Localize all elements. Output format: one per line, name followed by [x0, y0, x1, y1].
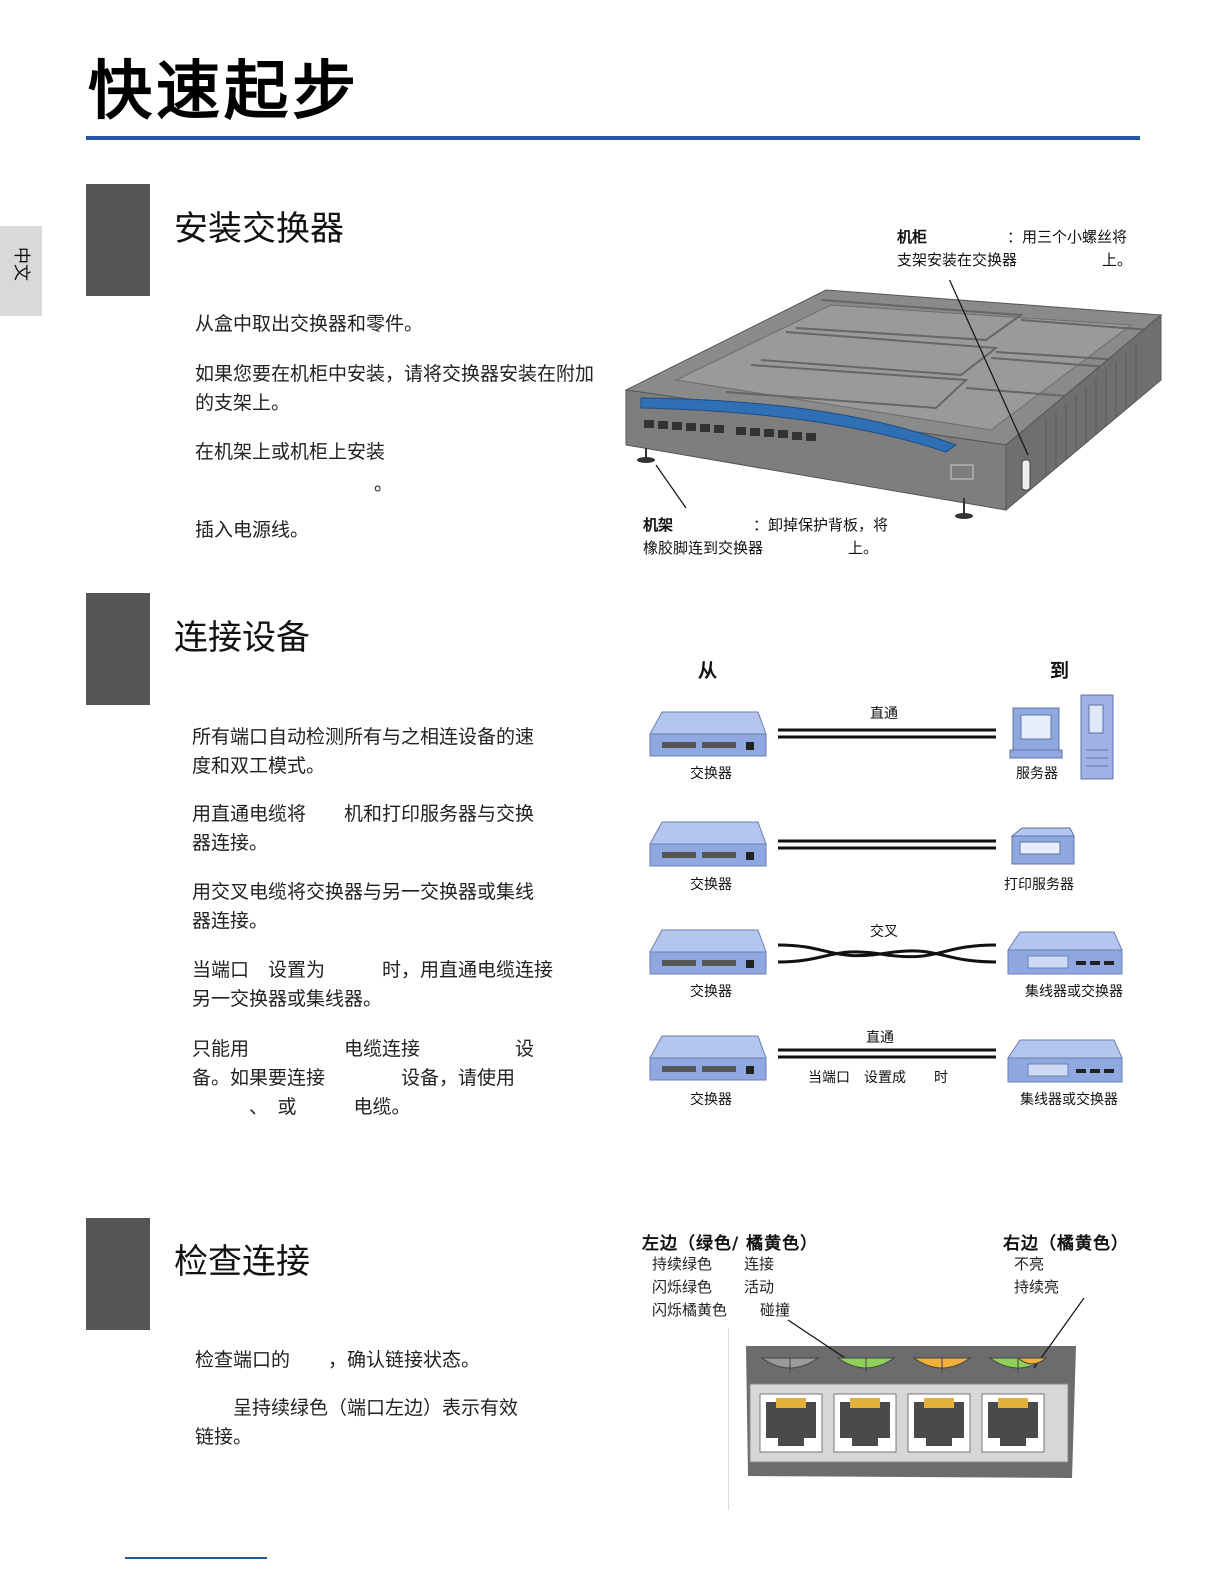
- diagram-to-header: 到: [1050, 660, 1070, 682]
- led-left-states: 持续绿色 连接 闪烁绿色 活动 闪烁橘黄色 碰撞: [652, 1253, 790, 1322]
- device-label-4-to: 集线器或交换器: [1020, 1092, 1118, 1108]
- switch-illustration: [624, 280, 1163, 519]
- install-step-4: 插入电源线。: [195, 519, 310, 541]
- device-label-1-to: 服务器: [1016, 766, 1058, 782]
- led-right-state-2: 持续亮: [1014, 1278, 1060, 1296]
- led-port-2: [836, 1357, 896, 1372]
- section-title-install: 安装交换器: [174, 209, 344, 249]
- connect-para-1: 所有端口自动检测所有与之相连设备的速 度和双工模式。: [192, 723, 534, 781]
- language-tab-label: 中文: [11, 247, 31, 281]
- led-left-heading: 左边（绿色/ 橘黄色）: [642, 1234, 819, 1254]
- page-title: 快速起步: [88, 55, 360, 129]
- connect-para-4: 当端口 设置为 时，用直通电缆连接 另一交换器或集线器。: [192, 956, 553, 1014]
- connect-para-2-line-1: 用直通电缆将 机和打印服务器与交换: [192, 803, 535, 825]
- title-rule: [86, 136, 1140, 140]
- connect-para-5-line-1: 只能用 电缆连接 设: [192, 1038, 535, 1060]
- step-block-1: [86, 184, 150, 296]
- diagram-hub-2: [1007, 1039, 1123, 1083]
- section-title-check: 检查连接: [174, 1242, 310, 1282]
- device-label-1-from: 交换器: [690, 766, 732, 782]
- led-left-row-2: 闪烁绿色 活动: [652, 1276, 790, 1299]
- connect-para-2-line-2: 器连接。: [192, 832, 269, 854]
- led-right-states: 不亮 持续亮: [1014, 1253, 1059, 1299]
- device-label-4-from: 交换器: [690, 1092, 732, 1108]
- rack-callout-line1: ：卸掉保护背板，将: [753, 516, 889, 534]
- install-step-1: 从盒中取出交换器和零件。: [195, 313, 424, 335]
- install-step-2: 如果您要在机柜中安装，请将交换器安装在附加的支架上。: [195, 363, 595, 414]
- cabinet-callout-title: 机柜: [897, 228, 928, 246]
- connect-para-3-line-2: 器连接。: [192, 910, 269, 932]
- diagram-switch-2: [649, 821, 767, 867]
- connect-para-2: 用直通电缆将 机和打印服务器与交换 器连接。: [192, 800, 534, 858]
- rack-callout-line2a: 橡胶脚连到交换器: [643, 539, 764, 557]
- step-block-2: [86, 593, 150, 705]
- section-title-connect: 连接设备: [174, 618, 310, 658]
- led-left-meaning-3: 碰撞: [760, 1301, 791, 1319]
- check-para-2-line-1: 呈持续绿色（端口左边）表示有效: [195, 1397, 519, 1419]
- server-icon: [1009, 694, 1114, 780]
- led-left-meaning-1: 连接: [744, 1255, 775, 1273]
- cabinet-callout-line2a: 支架安装在交换器: [897, 251, 1018, 269]
- install-step-3-end: 。: [374, 473, 394, 495]
- connection-diagram: [649, 694, 1123, 1083]
- check-para-2: 呈持续绿色（端口左边）表示有效 链接。: [195, 1394, 518, 1452]
- check-para-1-line-1: 检查端口的 ，确认链接状态。: [195, 1349, 481, 1371]
- diagram-from-header: 从: [698, 660, 718, 682]
- rj45-port-4: [981, 1393, 1045, 1453]
- connect-para-5-line-3: 、 或 电缆。: [192, 1096, 411, 1118]
- cabinet-callout: 机柜 ：用三个小螺丝将 支架安装在交换器 上。: [897, 226, 1157, 272]
- connect-para-1-line-1: 所有端口自动检测所有与之相连设备的速: [192, 726, 535, 748]
- language-tab[interactable]: 中文: [0, 226, 42, 316]
- check-para-1: 检查端口的 ，确认链接状态。: [195, 1346, 480, 1375]
- led-right-heading: 右边（橘黄色）: [1003, 1234, 1129, 1254]
- diagram-switch-3: [649, 929, 767, 975]
- cable-label-1: 直通: [870, 706, 898, 722]
- install-step-3: 在机架上或机柜上安装: [195, 441, 386, 463]
- rack-callout: 机架 ：卸掉保护背板，将 橡胶脚连到交换器 上。: [643, 514, 933, 560]
- led-left-state-1: 持续绿色: [652, 1255, 713, 1273]
- rj45-port-1: [759, 1393, 823, 1453]
- led-right-state-1: 不亮: [1014, 1255, 1045, 1273]
- led-left-row-1: 持续绿色 连接: [652, 1253, 790, 1276]
- device-label-2-from: 交换器: [690, 877, 732, 893]
- cable-crossover: [777, 943, 997, 964]
- footer-rule: [125, 1557, 267, 1559]
- led-left-state-2: 闪烁绿色: [652, 1278, 713, 1296]
- port-led-illustration: [728, 1298, 1085, 1510]
- diagram-hub-1: [1007, 931, 1123, 975]
- led-port-1: [760, 1357, 820, 1372]
- cabinet-callout-line2b: 上。: [1102, 251, 1133, 269]
- connect-para-3-line-1: 用交叉电缆将交换器与另一交换器或集线: [192, 881, 535, 903]
- diagram-switch-1: [649, 711, 767, 757]
- print-server-icon: [1010, 827, 1075, 865]
- led-left-row-3: 闪烁橘黄色 碰撞: [652, 1299, 790, 1322]
- connect-para-5: 只能用 电缆连接 设 备。如果要连接 设备，请使用 、 或 电缆。: [192, 1035, 534, 1122]
- rj45-port-3: [907, 1393, 971, 1453]
- connect-para-4-line-1: 当端口 设置为 时，用直通电缆连接: [192, 959, 554, 981]
- rack-callout-title: 机架: [643, 516, 674, 534]
- connect-para-5-line-2: 备。如果要连接 设备，请使用: [192, 1067, 516, 1089]
- device-label-2-to: 打印服务器: [1004, 877, 1074, 893]
- connect-para-4-line-2: 另一交换器或集线器。: [192, 988, 383, 1010]
- device-label-3-from: 交换器: [690, 984, 732, 1000]
- cable-note-4: 当端口 设置成 时: [808, 1070, 948, 1086]
- led-port-3: [912, 1357, 972, 1372]
- led-left-state-3: 闪烁橘黄色: [652, 1301, 728, 1319]
- connect-para-1-line-2: 度和双工模式。: [192, 755, 326, 777]
- cable-label-3: 交叉: [870, 924, 898, 940]
- step-block-3: [86, 1218, 150, 1330]
- diagram-switch-4: [649, 1035, 767, 1081]
- check-para-2-line-2: 链接。: [195, 1426, 253, 1448]
- cable-label-4: 直通: [866, 1030, 894, 1046]
- device-label-3-to: 集线器或交换器: [1025, 984, 1123, 1000]
- connect-para-3: 用交叉电缆将交换器与另一交换器或集线 器连接。: [192, 878, 534, 936]
- rack-callout-line2b: 上。: [848, 539, 879, 557]
- led-port-4: [988, 1357, 1048, 1372]
- rj45-port-2: [833, 1393, 897, 1453]
- cabinet-callout-line1: ：用三个小螺丝将: [1007, 228, 1128, 246]
- led-left-meaning-2: 活动: [744, 1278, 775, 1296]
